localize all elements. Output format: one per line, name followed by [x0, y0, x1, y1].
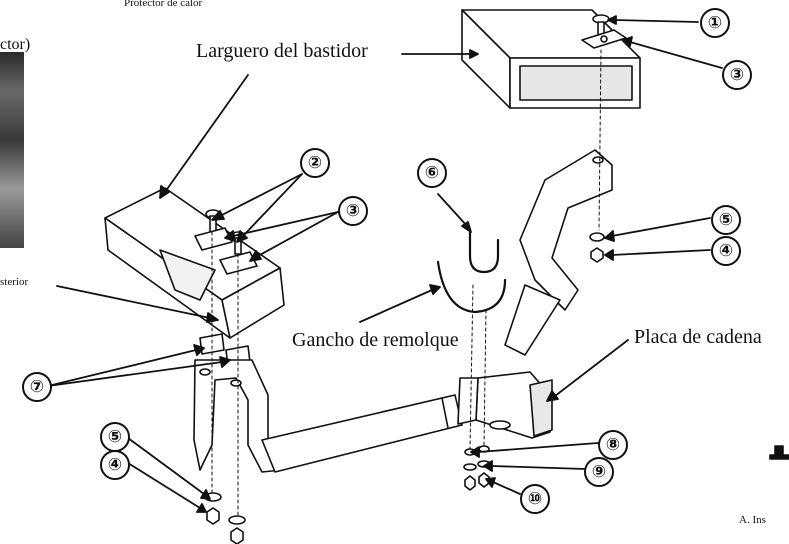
- callout-10: ⑩: [520, 484, 550, 514]
- callout-2: ②: [300, 148, 330, 178]
- tow-hook-6: [436, 230, 507, 314]
- callout-5-left: ⑤: [100, 422, 130, 452]
- alignment-lines: [211, 49, 602, 516]
- stack-8-9-10: [463, 445, 491, 491]
- callout-arrows: [47, 15, 723, 513]
- crossbar-tube: [261, 394, 463, 473]
- receiver: [457, 371, 553, 439]
- heat-protector-label: Protector de calor: [124, 0, 203, 9]
- callout-8: ⑧: [598, 430, 628, 460]
- callout-5-right: ⑤: [711, 205, 741, 235]
- callout-4-left: ④: [100, 450, 130, 480]
- callout-7: ⑦: [22, 372, 52, 402]
- nut-4-right: [590, 247, 604, 263]
- callout-3-left: ③: [338, 196, 368, 226]
- callout-3-top: ③: [722, 60, 752, 90]
- vehicle-photo-fragment: [0, 52, 24, 248]
- callout-6: ⑥: [417, 158, 447, 188]
- right-bracket: [504, 149, 613, 356]
- washer-5-right: [589, 232, 605, 242]
- frame-rail-label: Larguero del bastidor: [196, 40, 368, 62]
- fragment-label: ctor): [0, 36, 31, 53]
- callout-1: ①: [700, 8, 730, 38]
- chain-plate-label: Placa de cadena: [634, 326, 762, 348]
- callout-9: ⑨: [584, 457, 614, 487]
- sterior-label: sterior: [0, 276, 29, 288]
- plate-3-top: [581, 29, 627, 49]
- nut-4-left: [206, 507, 244, 544]
- callout-4-right: ④: [711, 236, 741, 266]
- instructions-fragment-label: A. Ins: [739, 514, 766, 526]
- left-bracket: [193, 359, 283, 473]
- partial-bolt-icon: [769, 445, 789, 460]
- top-frame-rail: [461, 9, 641, 109]
- tow-hook-label: Gancho de remolque: [292, 329, 459, 351]
